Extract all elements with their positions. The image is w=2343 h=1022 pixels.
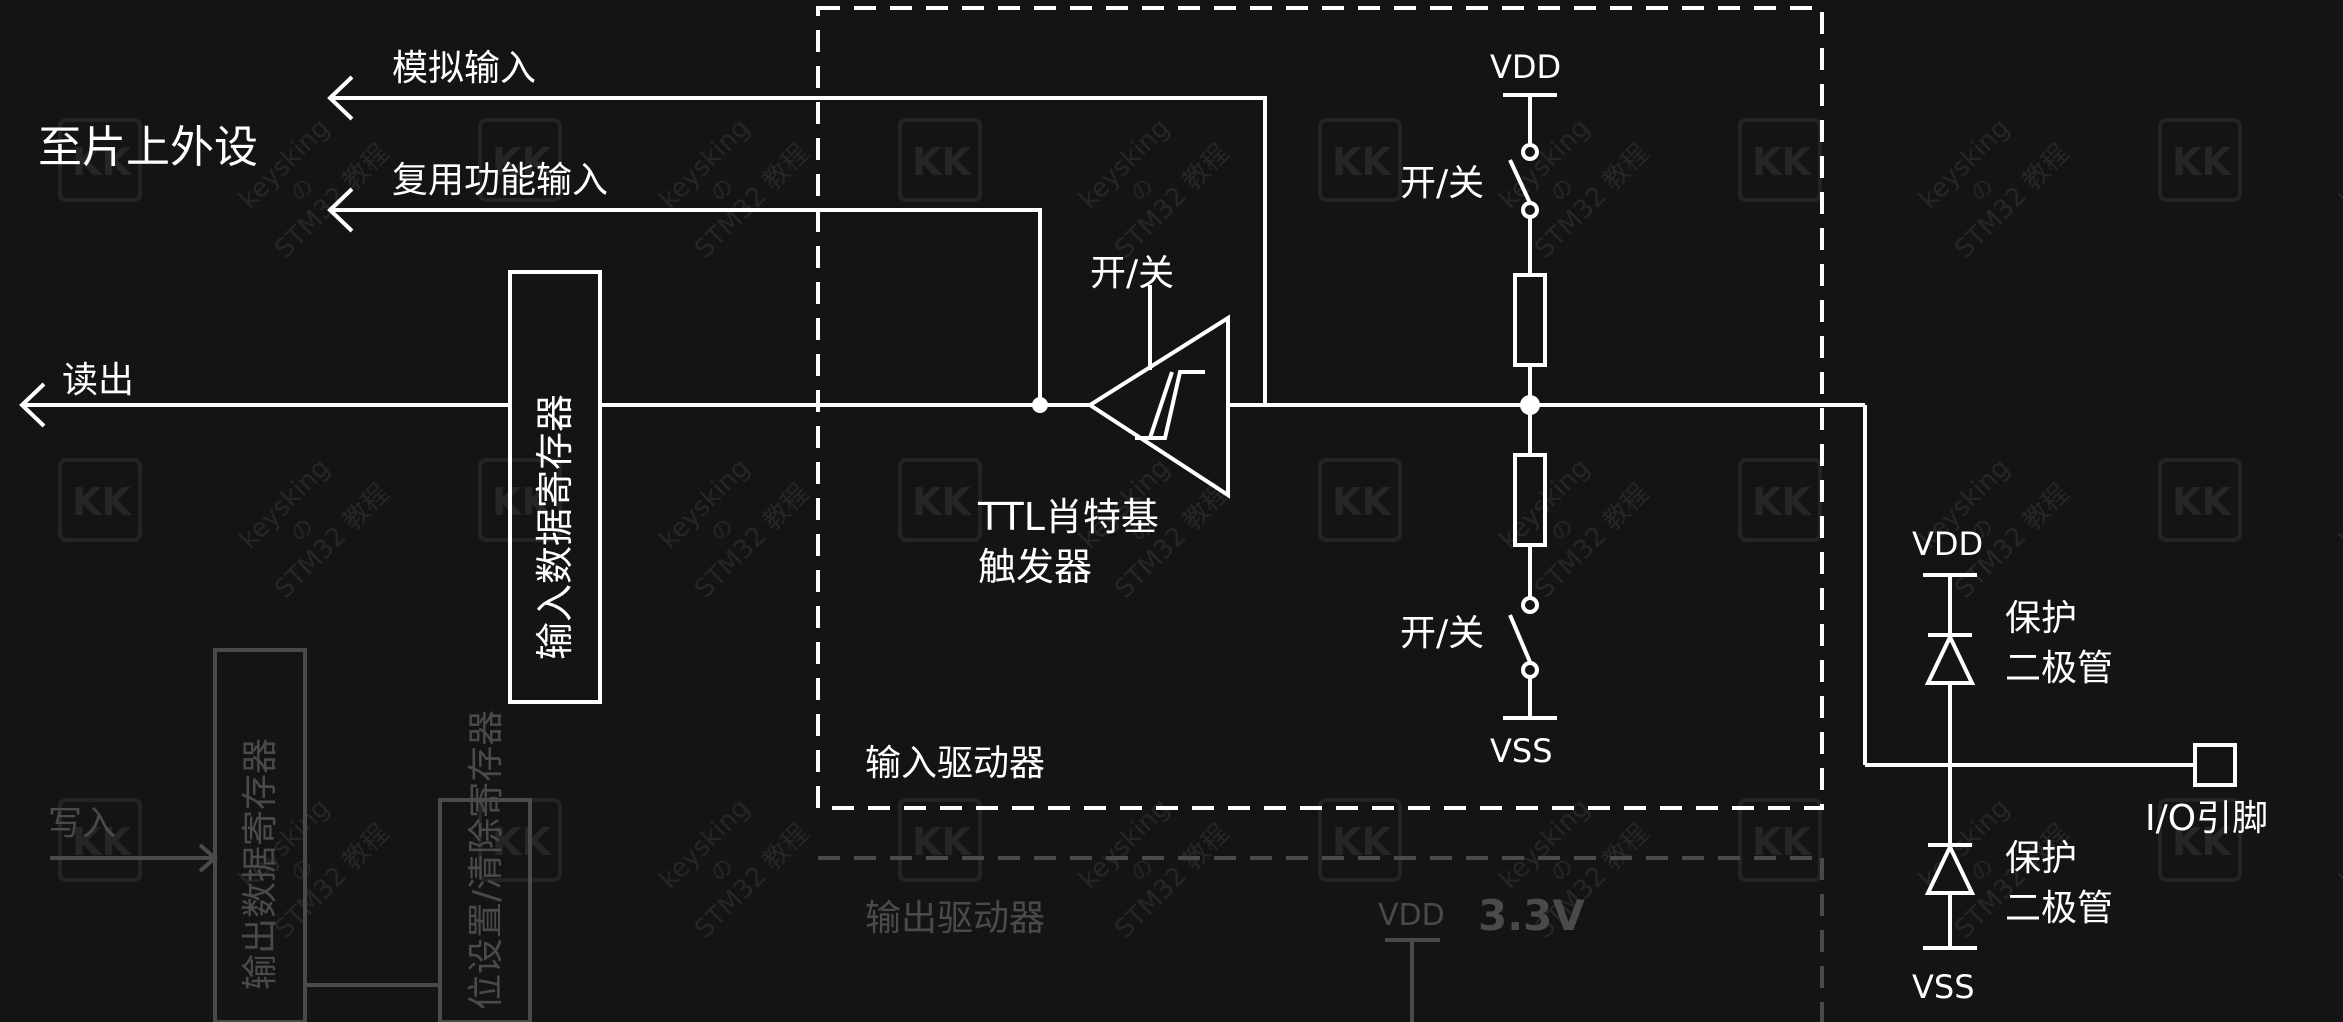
protect-diode-bottom-line1: 保护 [2005,838,2077,879]
schmitt-switch-label: 开/关 [1090,253,1174,294]
vss-protect-label: VSS [1912,968,1975,1006]
schmitt-name-line2: 触发器 [978,545,1092,589]
schmitt-name-line1: TTL肖特基 [977,495,1159,539]
alt-func-arrow [327,187,354,233]
io-pin-box [2193,743,2237,787]
pulldown-resistor [1513,453,1547,547]
junction-dot-pull [1520,395,1540,415]
pullup-resistor [1513,273,1547,367]
protect-diode-top-symbol [1924,632,1976,685]
io-pin-label: I/O引脚 [2145,798,2268,839]
input-data-register-box [508,270,602,704]
pulldown-switch-symbol [1508,596,1539,679]
protect-diode-bottom-line2: 二极管 [2005,888,2113,929]
analog-input-wire [330,96,1267,405]
protect-diode-top-line2: 二极管 [2005,648,2113,689]
input-driver-label: 输入驱动器 [865,743,1045,784]
vdd-top-label: VDD [1490,48,1561,86]
input-driver-box [816,6,1824,810]
output-data-register-label: 输出数据寄存器 [240,738,281,990]
input-data-register-label: 输入数据寄存器 [533,394,577,660]
output-section-dimmed [50,648,1824,1022]
analog-input-label: 模拟输入 [392,48,536,89]
pullup-switch-symbol [1508,143,1539,219]
vss-bottom-label: VSS [1490,732,1553,770]
output-driver-label: 输出驱动器 [865,898,1045,939]
vdd-protect-label: VDD [1912,525,1983,563]
wires [19,75,2195,948]
write-in-label: 写入 [48,804,116,844]
alt-func-input-label: 复用功能输入 [392,160,608,201]
pulldown-switch-label: 开/关 [1400,613,1484,654]
protect-diode-bottom-symbol [1924,842,1976,895]
bit-set-reset-register-label: 位设置/清除寄存器 [466,710,507,1010]
analog-input-arrow [327,75,354,121]
alt-func-wire [330,208,1042,405]
read-out-arrow [19,382,46,428]
voltage-3v3-label: 3.3V [1478,891,1585,940]
pullup-switch-label: 开/关 [1400,163,1484,204]
protect-diode-top-line1: 保护 [2005,598,2077,639]
junction-dot-schmitt [1032,397,1048,413]
schmitt-trigger-symbol [1086,285,1230,499]
to-peripheral-label: 至片上外设 [38,122,258,173]
vdd-out-label: VDD [1378,898,1445,933]
read-out-label: 读出 [62,360,134,401]
